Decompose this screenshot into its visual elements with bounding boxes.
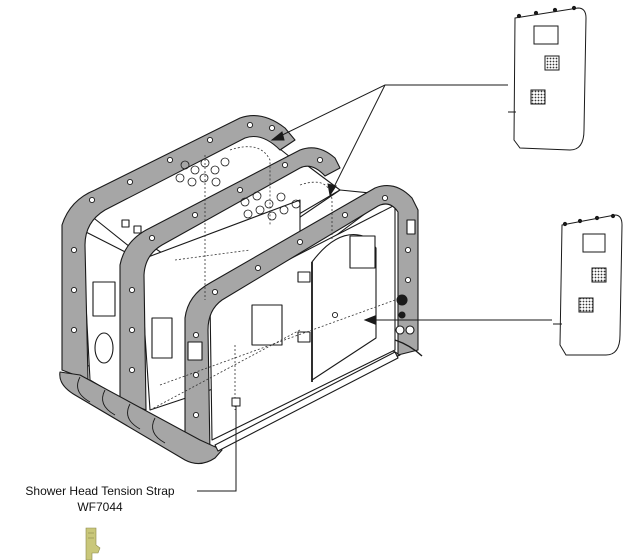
panel-mesh-vent — [544, 55, 560, 71]
wall-panel-inset-bottom — [553, 213, 623, 356]
frame-arch-rear — [61, 115, 296, 381]
door-window — [349, 235, 376, 269]
panel-mesh-vent — [591, 267, 607, 283]
hidden-edges — [149, 146, 396, 411]
callout-part-name: Shower Head Tension Strap — [25, 484, 175, 498]
side-port — [94, 332, 114, 364]
inflation-valve — [396, 294, 408, 306]
wall-hook-lower — [297, 331, 311, 343]
base-tube — [59, 371, 223, 465]
panel-window — [582, 233, 606, 253]
strap-leader — [197, 405, 237, 492]
front-window — [251, 304, 283, 346]
wall-hook-upper — [297, 271, 311, 283]
tension-strap-icon — [85, 527, 101, 560]
wall-panel-inset-top — [508, 5, 587, 151]
grommets — [70, 121, 412, 419]
panel-window — [533, 25, 559, 45]
vent-square-2 — [133, 225, 142, 234]
callout-part-number: WF7044 — [77, 500, 123, 514]
vent-square-1 — [121, 219, 130, 228]
frame-arch-middle — [119, 147, 341, 411]
panel-mesh-vent — [530, 89, 546, 105]
leader-lines — [197, 84, 552, 492]
door-threshold — [214, 351, 399, 452]
valve-box — [187, 341, 203, 361]
inflatable-shelter — [59, 115, 423, 465]
panel-mesh-vent — [578, 297, 594, 313]
inner-window — [151, 317, 173, 359]
shower-heads — [175, 157, 301, 221]
side-window — [92, 281, 116, 317]
